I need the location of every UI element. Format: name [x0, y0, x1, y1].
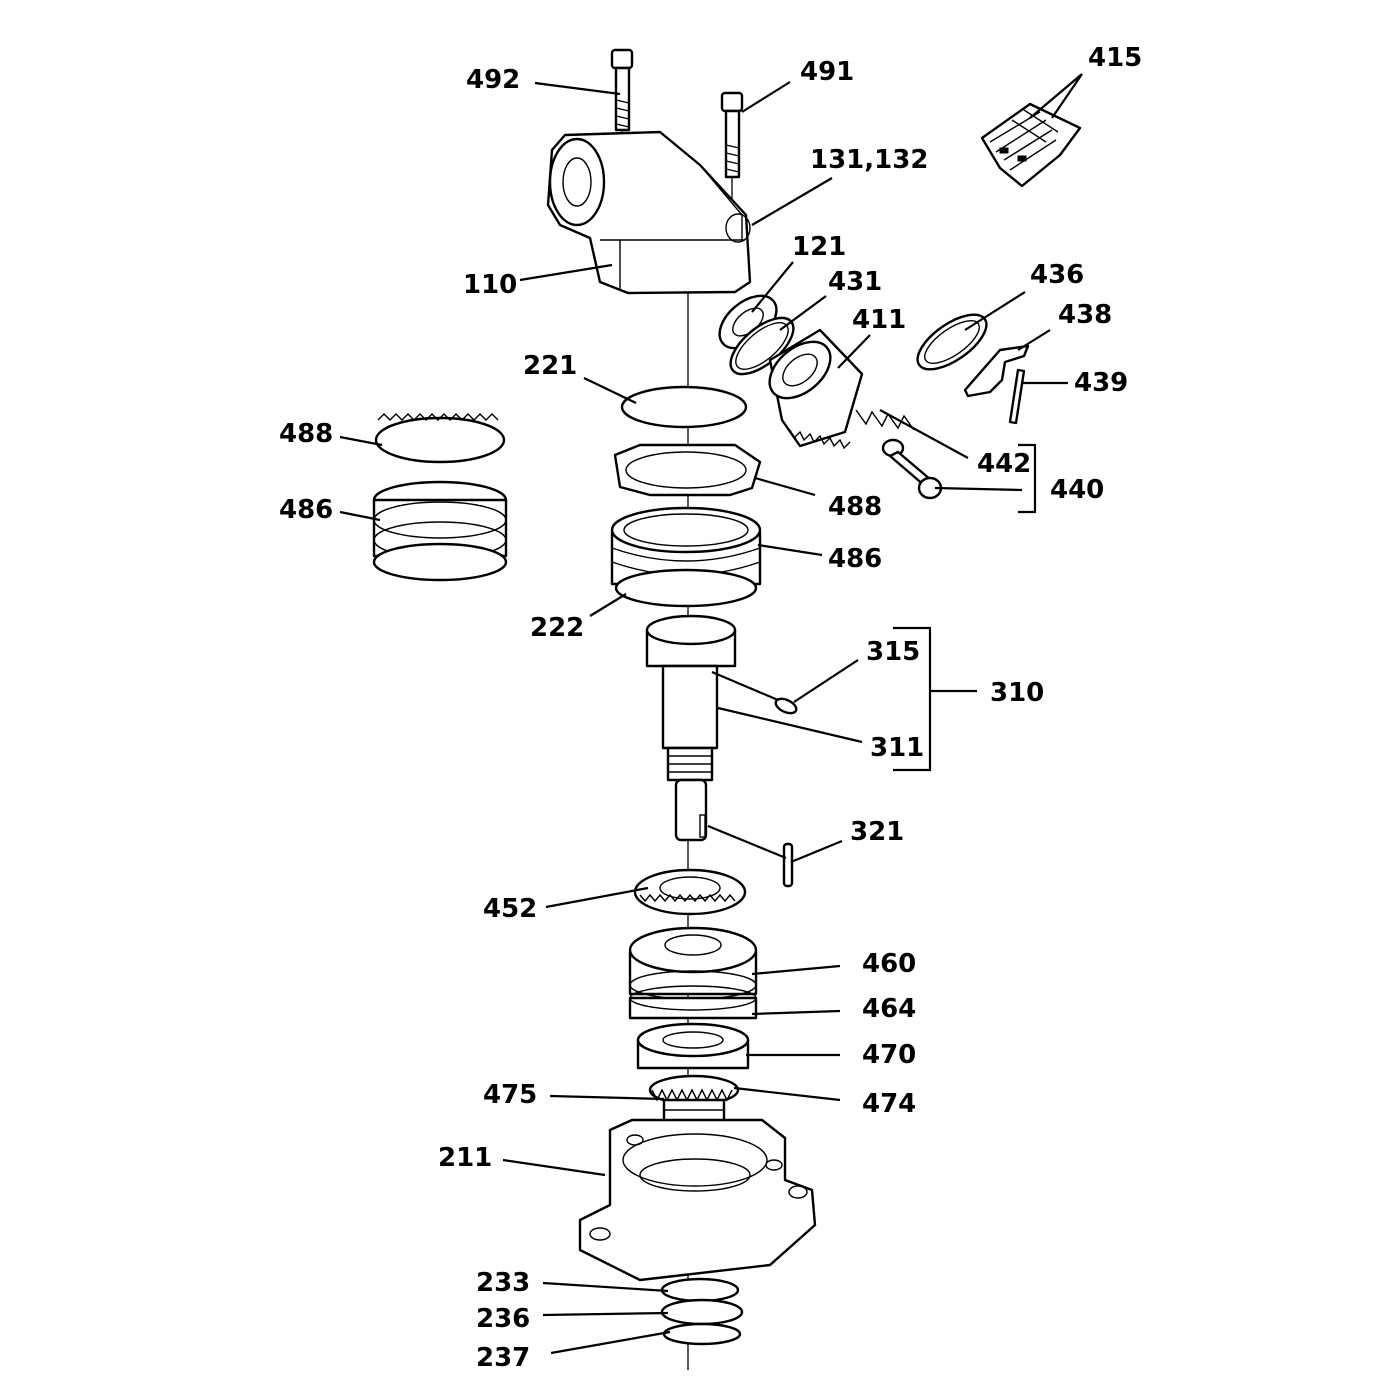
label-486-side: 486 [279, 495, 333, 525]
label-236: 236 [476, 1304, 530, 1334]
label-436: 436 [1030, 260, 1084, 290]
part-221-o-ring [620, 385, 748, 429]
label-222: 222 [530, 613, 584, 643]
part-438-lever [963, 344, 1030, 398]
part-411-bevel-gear [768, 328, 864, 450]
part-440-pin [881, 438, 943, 500]
part-415-clip [980, 102, 1082, 188]
label-310: 310 [990, 678, 1044, 708]
label-237: 237 [476, 1343, 530, 1373]
callout-labels: 492 491 415 131,132 110 121 431 436 438 … [279, 43, 1142, 1373]
label-460: 460 [862, 949, 916, 979]
part-460-bearing [628, 926, 758, 1000]
part-236-ring [660, 1298, 744, 1326]
part-321-pin [782, 842, 794, 888]
label-110: 110 [463, 270, 517, 300]
label-233: 233 [476, 1268, 530, 1298]
part-488-shim-center [613, 443, 762, 497]
label-442: 442 [977, 449, 1031, 479]
label-488-side: 488 [279, 419, 333, 449]
label-131-132: 131,132 [810, 145, 928, 175]
label-470: 470 [862, 1040, 916, 1070]
label-431: 431 [828, 267, 882, 297]
part-211-base [578, 1118, 817, 1282]
part-486-rings-side [372, 480, 508, 582]
label-121: 121 [792, 232, 846, 262]
label-475: 475 [483, 1080, 537, 1110]
part-311-spindle [645, 614, 737, 842]
label-415: 415 [1088, 43, 1142, 73]
label-321: 321 [850, 817, 904, 847]
label-492: 492 [466, 65, 520, 95]
part-486-rings-center [610, 506, 762, 608]
leader-lines [339, 73, 1083, 1355]
label-452: 452 [483, 894, 537, 924]
part-237-clip [662, 1322, 742, 1346]
label-474: 474 [862, 1089, 916, 1119]
part-452-bevel-gear [633, 868, 747, 916]
part-488-shim-side [374, 413, 506, 464]
part-233-bearing [660, 1277, 740, 1303]
label-491: 491 [800, 57, 854, 87]
label-315: 315 [866, 637, 920, 667]
label-439: 439 [1074, 368, 1128, 398]
part-110-housing [546, 130, 752, 295]
label-440: 440 [1050, 475, 1104, 505]
label-438: 438 [1058, 300, 1112, 330]
label-311: 311 [870, 733, 924, 763]
part-464-ring [628, 985, 758, 1020]
label-464: 464 [862, 994, 916, 1024]
part-315-key [774, 697, 798, 715]
label-411: 411 [852, 305, 906, 335]
label-211: 211 [438, 1143, 492, 1173]
part-436-ring [916, 313, 988, 371]
part-439-pin [1008, 368, 1026, 425]
part-470-bearing [636, 1022, 750, 1070]
part-442-spring [855, 409, 915, 431]
label-488-center: 488 [828, 492, 882, 522]
label-221: 221 [523, 351, 577, 381]
label-486-center: 486 [828, 544, 882, 574]
